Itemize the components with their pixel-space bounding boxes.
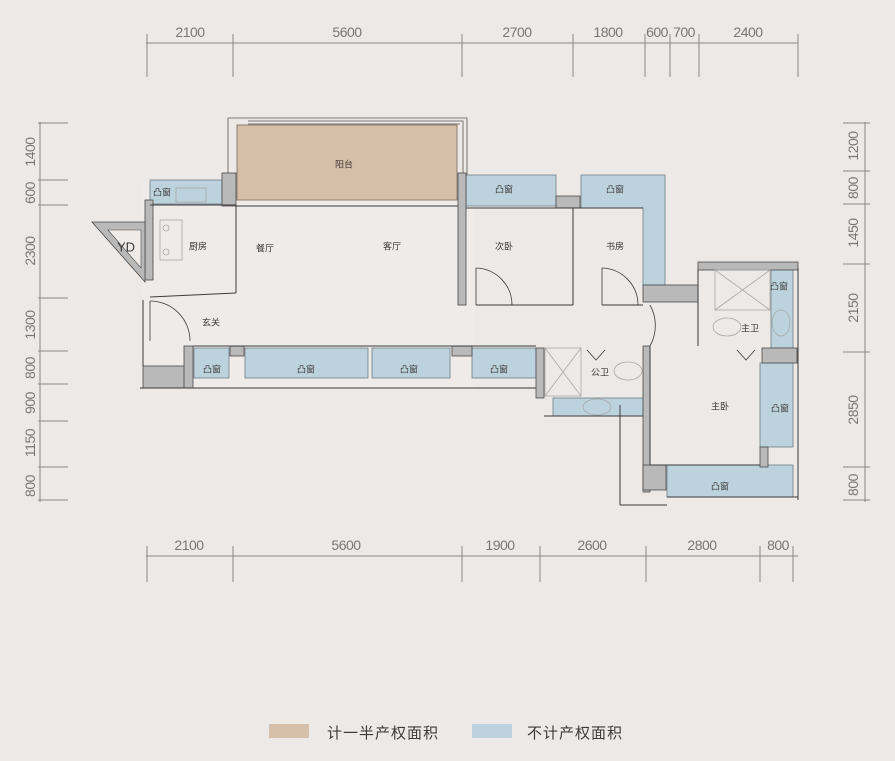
legend-label-excluded-area: 不计产权面积 [527,724,624,742]
room-dining: 餐厅 [255,244,275,255]
dim-left-7: 800 [22,475,38,497]
interior-lines [140,204,799,506]
dim-top-5: 700 [673,24,695,40]
bay-window-south-1: 凸窗 [202,365,222,376]
balcony-area [236,124,458,201]
dim-right-3: 2150 [845,293,861,323]
bay-window-areas [149,174,794,498]
dim-left-2: 2300 [22,236,38,266]
dim-top-3: 1800 [593,24,623,40]
bay-window-south-2: 凸窗 [296,365,316,376]
dim-bottom-5: 800 [767,537,789,553]
room-second-bedroom: 次卧 [494,242,514,253]
dim-bottom-4: 2800 [687,537,717,553]
bay-window-master-south: 凸窗 [710,482,730,493]
legend-swatch-half-area [269,724,309,738]
dim-right-4: 2850 [845,395,861,425]
room-study: 书房 [605,242,625,253]
bay-window-master-bath: 凸窗 [769,282,789,293]
room-yd: YD [116,239,136,255]
dim-top-1: 5600 [332,24,362,40]
room-entrance: 玄关 [201,318,221,329]
legend-label-half-area: 计一半产权面积 [327,724,440,742]
dim-left-5: 900 [22,392,38,414]
room-public-bath: 公卫 [590,368,610,379]
bay-window-south-3: 凸窗 [399,365,419,376]
dimension-lines [38,34,870,582]
dim-left-4: 800 [22,357,38,379]
bay-window-master-east: 凸窗 [770,404,790,415]
room-master-bedroom: 主卧 [710,402,730,413]
legend-swatch-excluded-area [472,724,512,738]
dim-left-3: 1300 [22,310,38,340]
dim-left-6: 1150 [22,428,38,458]
dim-bottom-3: 2600 [577,537,607,553]
bay-window-study: 凸窗 [605,185,625,196]
dim-right-2: 1450 [845,218,861,248]
room-kitchen: 厨房 [188,242,208,253]
dim-top-4: 600 [646,24,668,40]
dim-top-0: 2100 [175,24,205,40]
bay-window-kitchen: 凸窗 [152,188,172,199]
room-living: 客厅 [382,242,402,253]
bay-window-south-4: 凸窗 [489,365,509,376]
dim-right-5: 800 [845,474,861,496]
yd-area [91,221,146,284]
dim-bottom-2: 1900 [485,537,515,553]
dim-bottom-1: 5600 [331,537,361,553]
fixtures [159,187,791,416]
walls [142,172,799,493]
dim-left-1: 600 [22,182,38,204]
dim-bottom-0: 2100 [174,537,204,553]
dim-right-0: 1200 [845,131,861,161]
room-master-bath: 主卫 [740,324,760,335]
dim-right-1: 800 [845,177,861,199]
dim-top-2: 2700 [502,24,532,40]
bay-window-second-bedroom: 凸窗 [494,185,514,196]
room-balcony: 阳台 [334,160,354,171]
door-swings [149,267,756,361]
dim-top-6: 2400 [733,24,763,40]
dim-left-0: 1400 [22,137,38,167]
